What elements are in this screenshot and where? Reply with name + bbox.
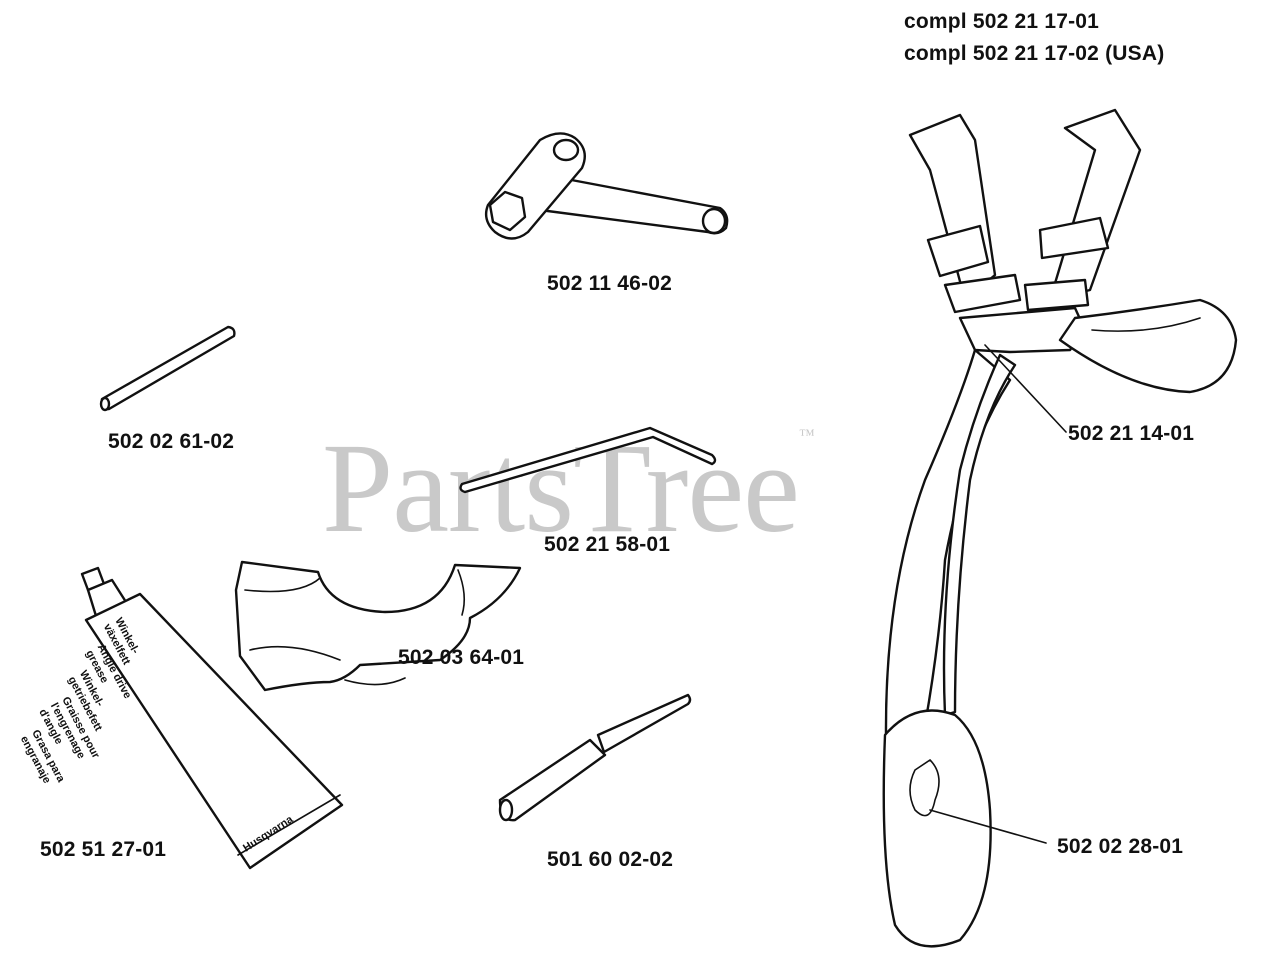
label-file: 501 60 02-02 xyxy=(547,848,674,871)
harness-icon xyxy=(882,108,1238,948)
pin-icon xyxy=(99,325,236,412)
file-icon xyxy=(498,693,692,822)
hex-key-icon xyxy=(459,426,717,494)
label-grease: 502 51 27-01 xyxy=(40,838,167,861)
grease-tube-icon: Winkel- växelfett Angle drive grease Win… xyxy=(18,566,344,870)
label-pin: 502 02 61-02 xyxy=(108,430,235,453)
label-hip-pad: 502 02 28-01 xyxy=(1057,835,1184,858)
guard-icon xyxy=(234,560,522,692)
label-guard: 502 03 64-01 xyxy=(398,646,525,669)
label-hex-key: 502 21 58-01 xyxy=(544,533,671,556)
label-harness-clip: 502 21 14-01 xyxy=(1068,422,1195,445)
watermark: PartsTree™ xyxy=(322,417,815,559)
label-compl-1: compl 502 21 17-01 xyxy=(904,10,1100,33)
label-wrench: 502 11 46-02 xyxy=(547,272,673,295)
wrench-icon xyxy=(484,132,729,240)
label-compl-2: compl 502 21 17-02 (USA) xyxy=(904,42,1165,65)
